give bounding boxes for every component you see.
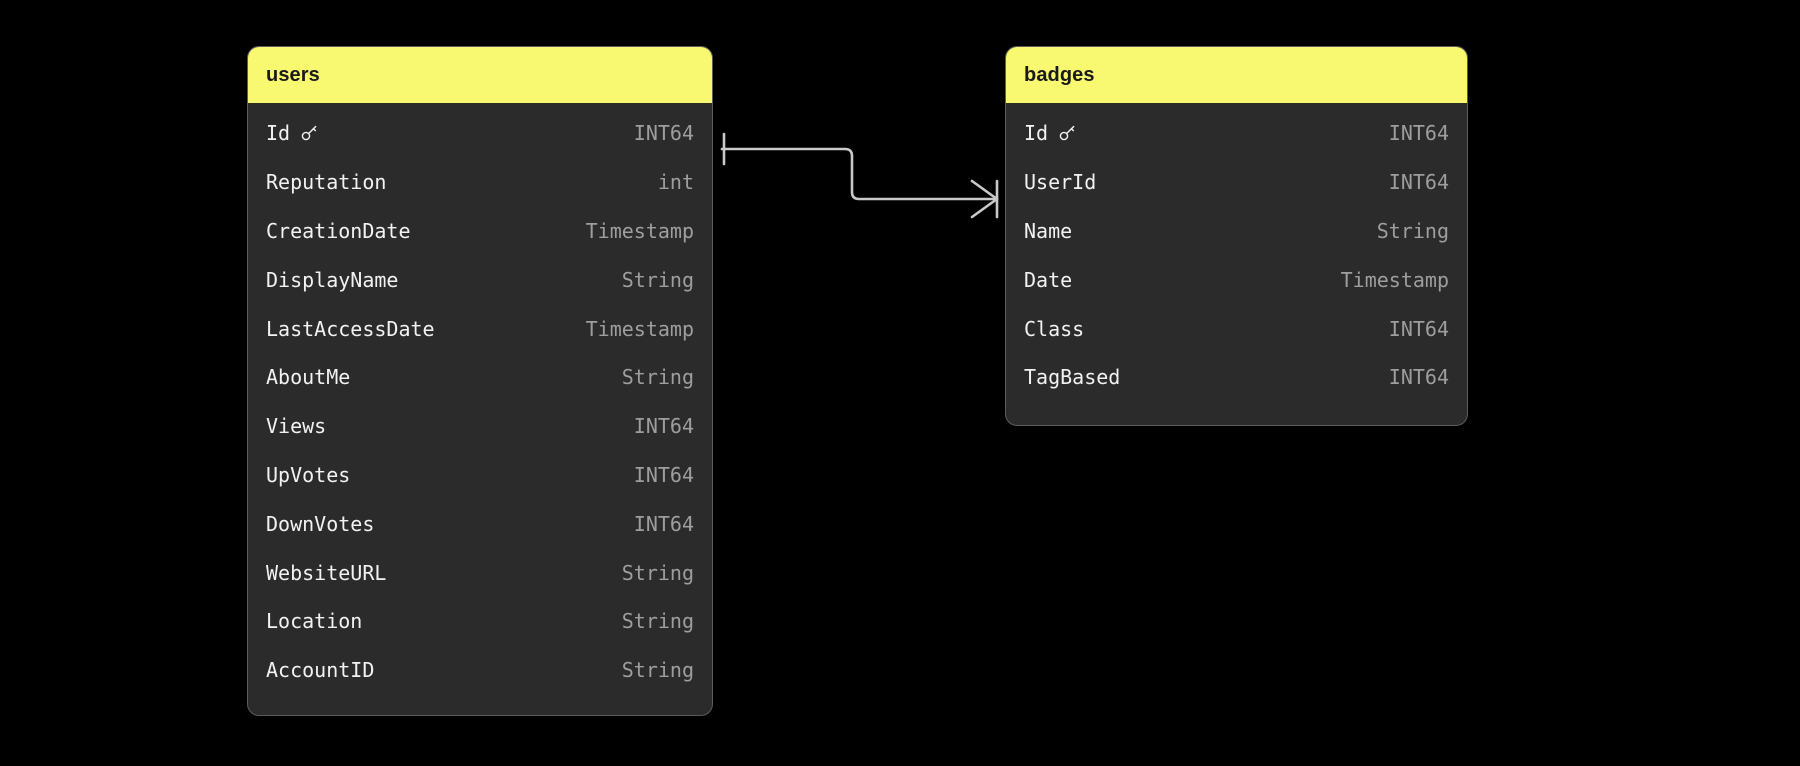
field-name: Location [266,609,363,634]
entity-title: badges [1024,63,1095,86]
field-name: Date [1024,267,1073,292]
field-row[interactable]: Views INT64 [248,402,712,451]
field-row[interactable]: Location String [248,597,712,646]
field-name-group: CreationDate [266,219,411,243]
field-name-group: Name [1024,219,1072,243]
field-type: INT64 [633,462,694,487]
key-icon [299,123,319,143]
field-type: Timestamp [585,218,694,243]
field-type: Timestamp [1340,267,1449,292]
field-row[interactable]: AboutMe String [248,353,712,402]
field-type: String [621,267,694,292]
key-icon [1057,123,1077,143]
field-name-group: Views [266,414,326,438]
field-name: TagBased [1024,365,1121,390]
field-row[interactable]: UpVotes INT64 [248,451,712,500]
field-row[interactable]: Id INT64 [248,109,712,158]
field-name-group: DownVotes [266,512,374,536]
field-name-group: AboutMe [266,365,350,389]
field-type: INT64 [1388,121,1449,146]
field-type: Timestamp [585,316,694,341]
entity-header-badges[interactable]: badges [1006,47,1467,103]
field-name-group: Date [1024,268,1072,292]
field-name-group: Reputation [266,170,386,194]
cardinality-many-marker [970,179,999,219]
relationship-connector-users-badges [720,147,999,201]
field-name: DownVotes [266,511,375,536]
field-type: int [657,170,694,195]
field-name-group: TagBased [1024,365,1120,389]
field-name: CreationDate [266,218,411,243]
field-name-group: Id [266,121,319,145]
field-name: WebsiteURL [266,560,387,585]
field-name: Id [266,121,291,146]
field-name-group: WebsiteURL [266,561,386,585]
field-row[interactable]: LastAccessDate Timestamp [248,304,712,353]
field-row[interactable]: WebsiteURL String [248,548,712,597]
field-type: String [1376,218,1449,243]
field-type: String [621,658,694,683]
field-row[interactable]: AccountID String [248,646,712,695]
field-row[interactable]: Date Timestamp [1006,255,1467,304]
field-name: UserId [1024,170,1097,195]
field-name-group: Id [1024,121,1077,145]
field-type: INT64 [1388,316,1449,341]
field-name: AccountID [266,658,375,683]
field-name: UpVotes [266,462,351,487]
field-name: AboutMe [266,365,351,390]
field-row[interactable]: UserId INT64 [1006,158,1467,207]
field-name: Id [1024,121,1049,146]
field-type: String [621,560,694,585]
field-type: INT64 [633,414,694,439]
field-row[interactable]: TagBased INT64 [1006,353,1467,402]
field-name: Class [1024,316,1085,341]
field-name-group: UserId [1024,170,1096,194]
field-type: String [621,365,694,390]
field-name: DisplayName [266,267,399,292]
field-name-group: UpVotes [266,463,350,487]
field-type: INT64 [633,121,694,146]
entity-title: users [266,63,320,86]
field-row[interactable]: Name String [1006,207,1467,256]
field-row[interactable]: DownVotes INT64 [248,499,712,548]
field-name-group: LastAccessDate [266,317,435,341]
field-type: INT64 [633,511,694,536]
field-type: INT64 [1388,170,1449,195]
field-type: INT64 [1388,365,1449,390]
field-name: Reputation [266,170,387,195]
entity-header-users[interactable]: users [248,47,712,103]
field-name-group: Location [266,609,362,633]
field-name-group: AccountID [266,658,374,682]
field-name: Views [266,414,327,439]
field-name-group: Class [1024,317,1084,341]
field-row[interactable]: DisplayName String [248,255,712,304]
field-row[interactable]: Class INT64 [1006,304,1467,353]
field-type: String [621,609,694,634]
field-name: Name [1024,218,1073,243]
field-row[interactable]: Id INT64 [1006,109,1467,158]
field-row[interactable]: CreationDate Timestamp [248,207,712,256]
field-name: LastAccessDate [266,316,435,341]
field-row[interactable]: Reputation int [248,158,712,207]
field-name-group: DisplayName [266,268,398,292]
